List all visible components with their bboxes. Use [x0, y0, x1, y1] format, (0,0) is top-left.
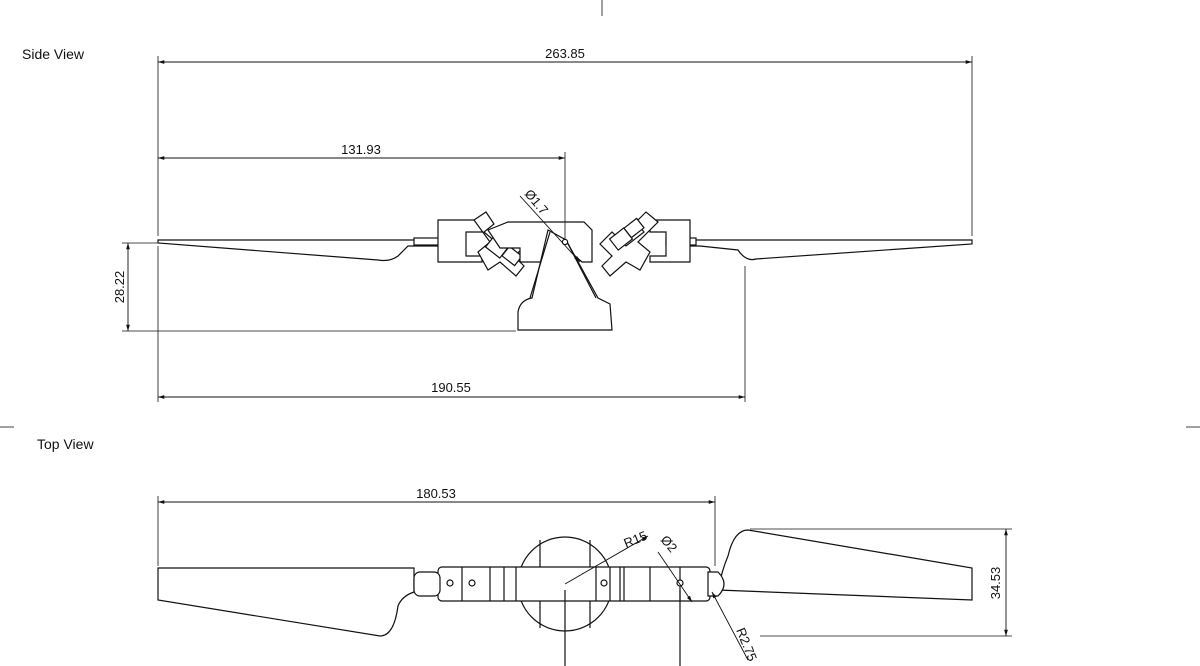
top-hub-radius-leader — [564, 535, 649, 585]
side-motor-mount — [517, 229, 613, 331]
side-mount-edge-left — [529, 231, 551, 299]
side-dim-overall: 263.85 — [157, 46, 973, 236]
top-hub-radius-label: R15 — [622, 528, 650, 551]
side-right-arm-block-2 — [623, 217, 645, 239]
top-dim-length: 180.53 — [157, 486, 716, 566]
top-left-tip-cap — [413, 571, 441, 597]
side-dim-hub: 131.93 — [158, 142, 566, 240]
side-right-folding-arm — [599, 211, 659, 277]
top-hole-leader — [657, 551, 693, 603]
side-dim-height: 28.22 — [112, 242, 516, 332]
side-overall-length-label: 263.85 — [545, 46, 585, 61]
top-length-label: 180.53 — [416, 486, 456, 501]
top-hole-diameter-label: Ø2 — [658, 532, 681, 555]
top-tip-radius-leader — [711, 591, 749, 661]
frame-ticks — [0, 0, 1200, 428]
side-view-label: Side View — [22, 46, 85, 62]
top-tip-radius-label: R2.75 — [733, 626, 760, 664]
top-hole-left-2 — [468, 579, 476, 587]
side-height-label: 28.22 — [112, 271, 127, 304]
side-left-hinge — [437, 219, 483, 263]
top-view-label: Top View — [37, 436, 94, 452]
side-view: 263.85 131.93 Ø1.7 28.22 — [112, 46, 973, 402]
top-view: 180.53 34.53 R15 Ø2 R2.75 — [157, 486, 1012, 666]
side-pin-leader — [519, 195, 581, 263]
side-base-length-label: 190.55 — [431, 380, 471, 395]
top-right-blade — [717, 529, 973, 601]
top-dim-width: 34.53 — [750, 528, 1012, 637]
top-right-tip-cap — [707, 571, 725, 597]
top-left-blade — [157, 567, 415, 637]
side-pin-diameter-label: Ø1.7 — [522, 186, 552, 217]
side-mount-edge-right — [565, 239, 597, 299]
side-left-arm-block-2 — [501, 245, 523, 267]
top-hole-left-1 — [446, 579, 454, 587]
side-right-hinge — [649, 219, 691, 263]
side-right-blade — [667, 239, 973, 261]
side-left-blade — [157, 239, 439, 262]
top-hole-right-1 — [600, 579, 608, 587]
top-blade-width-label: 34.53 — [988, 567, 1003, 600]
side-dim-base: 190.55 — [157, 246, 746, 402]
side-hub-to-tip-label: 131.93 — [341, 142, 381, 157]
top-arm-body — [437, 566, 711, 602]
